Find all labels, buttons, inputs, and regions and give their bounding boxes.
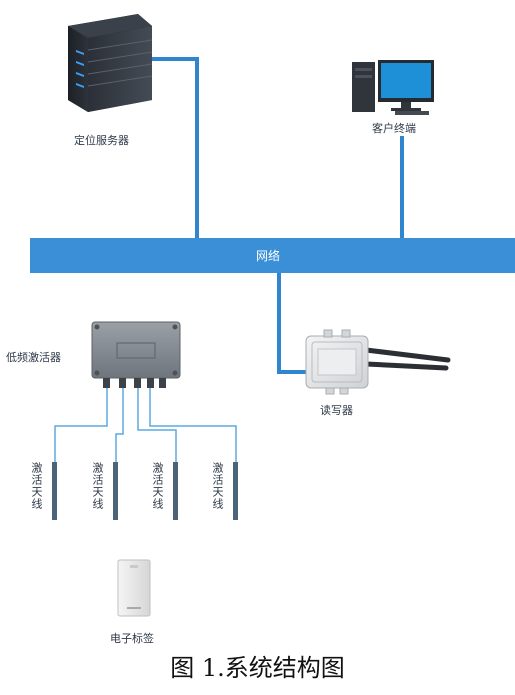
client-label: 客户终端 bbox=[372, 122, 416, 135]
antenna-cables bbox=[54, 388, 237, 462]
antenna-label: 激活天线 bbox=[30, 462, 43, 510]
antenna-label: 激活天线 bbox=[151, 462, 164, 510]
activator-device-icon bbox=[91, 321, 181, 388]
server-label: 定位服务器 bbox=[74, 134, 129, 147]
antenna-rods bbox=[52, 462, 238, 520]
tag-label: 电子标签 bbox=[110, 632, 154, 645]
figure-caption: 图 1.系统结构图 bbox=[170, 654, 345, 682]
server-icon bbox=[68, 14, 153, 112]
reader-label: 读写器 bbox=[320, 404, 353, 417]
electronic-tag-icon bbox=[117, 559, 151, 617]
reader-link bbox=[277, 272, 306, 374]
connection-lines bbox=[150, 57, 404, 374]
network-bus bbox=[30, 238, 515, 273]
server-link bbox=[150, 57, 199, 240]
activator-label: 低频激活器 bbox=[6, 351, 61, 364]
antenna-label: 激活天线 bbox=[91, 462, 104, 510]
antenna-label: 激活天线 bbox=[211, 462, 224, 510]
reader-device-icon bbox=[305, 329, 451, 395]
client-computer-icon bbox=[352, 60, 434, 115]
network-label: 网络 bbox=[256, 249, 281, 263]
